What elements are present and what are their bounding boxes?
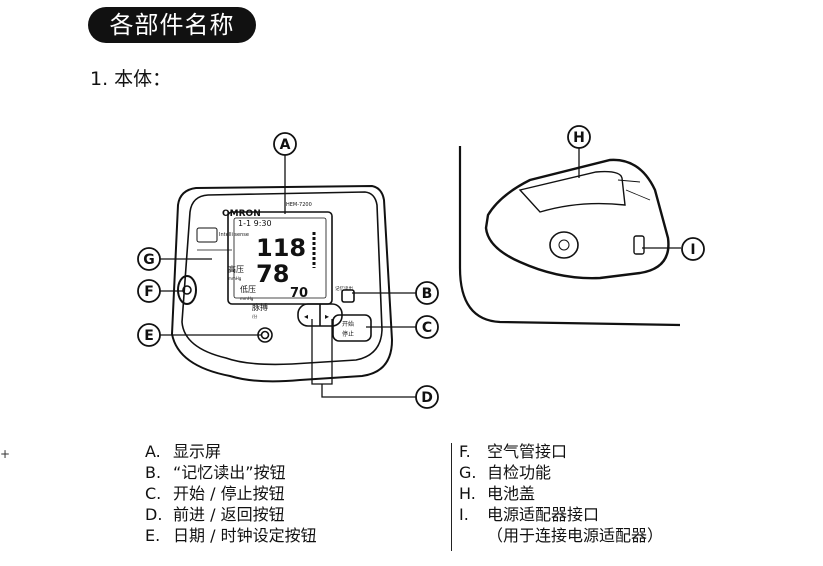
intellisense-logo: Intelli sense bbox=[219, 232, 249, 238]
screen-diastolic: 78 bbox=[256, 260, 289, 288]
callout-f: F bbox=[144, 284, 154, 300]
display-screen bbox=[227, 211, 333, 305]
label-pulse-unit: /分 bbox=[252, 313, 257, 319]
side-air-jack bbox=[549, 231, 579, 259]
label-diastolic: 低压 bbox=[240, 284, 256, 294]
screen-time: 1-1 9:30 bbox=[238, 219, 272, 228]
callout-e: E bbox=[144, 328, 154, 344]
legend-right: F.空气管接口 G.自检功能 H.电池盖 I.电源适配器接口 （用于连接电源适配… bbox=[459, 441, 663, 546]
screen-pulse: 70 bbox=[290, 286, 308, 301]
callout-b: B bbox=[422, 286, 433, 302]
stop-button-label: 停止 bbox=[342, 330, 354, 338]
callout-c: C bbox=[422, 320, 432, 336]
legend-item: D.前进 / 返回按钮 bbox=[145, 505, 285, 524]
legend-item: E.日期 / 时钟设定按钮 bbox=[145, 526, 317, 545]
leader-d bbox=[311, 319, 416, 398]
callout-h: H bbox=[573, 130, 585, 146]
battery-cover bbox=[518, 170, 626, 213]
device-body-shadow bbox=[170, 184, 394, 383]
crop-mark: + bbox=[0, 447, 11, 461]
brand-logo: OMRON bbox=[222, 209, 261, 219]
legend-item: I.电源适配器接口 bbox=[459, 505, 600, 524]
callout-d: D bbox=[421, 390, 433, 406]
air-tube-jack-shape bbox=[177, 275, 197, 305]
memory-button-label: 记忆读出 bbox=[335, 285, 353, 292]
label-systolic: 高压 bbox=[228, 264, 244, 274]
screen-systolic: 118 bbox=[256, 234, 306, 262]
legend-item: C.开始 / 停止按钮 bbox=[145, 484, 285, 503]
callout-i: I bbox=[690, 242, 695, 258]
legend-item: H.电池盖 bbox=[459, 484, 536, 503]
legend-divider bbox=[451, 443, 452, 551]
section-number: 1. bbox=[90, 68, 109, 90]
label-systolic-unit: mmHg bbox=[228, 276, 242, 281]
side-view-corner bbox=[458, 146, 681, 327]
start-button-label: 开始 bbox=[342, 320, 354, 328]
legend-item: A.显示屏 bbox=[145, 442, 222, 461]
section-title: 本体： bbox=[114, 68, 172, 90]
label-diastolic-unit: mmHg bbox=[240, 296, 254, 301]
memory-button-shape bbox=[341, 289, 355, 303]
start-stop-button-shape bbox=[332, 314, 372, 342]
legend-item: G.自检功能 bbox=[459, 463, 552, 482]
section-heading: 1.本体： bbox=[90, 64, 171, 91]
label-pulse: 脉搏 bbox=[252, 302, 268, 312]
page-title: 各部件名称 bbox=[88, 7, 256, 43]
legend-item: B.“记忆读出”按钮 bbox=[145, 463, 286, 482]
legend-note: （用于连接电源适配器） bbox=[487, 526, 664, 545]
device-illustration: OMRON HEM-7200 Intelli sense 1-1 9:30 11… bbox=[137, 125, 705, 409]
side-device-body bbox=[484, 158, 670, 280]
adapter-jack-shape bbox=[633, 235, 645, 255]
callout-g: G bbox=[143, 252, 155, 268]
arrow-left-glyph: ◂ bbox=[304, 312, 308, 321]
device-body bbox=[181, 191, 383, 366]
callout-a: A bbox=[280, 137, 291, 153]
model-label: HEM-7200 bbox=[286, 202, 312, 208]
legend-left: A.显示屏 B.“记忆读出”按钮 C.开始 / 停止按钮 D.前进 / 返回按钮… bbox=[145, 441, 317, 546]
legend-item: F.空气管接口 bbox=[459, 442, 568, 461]
arrow-right-glyph: ▸ bbox=[325, 312, 329, 321]
